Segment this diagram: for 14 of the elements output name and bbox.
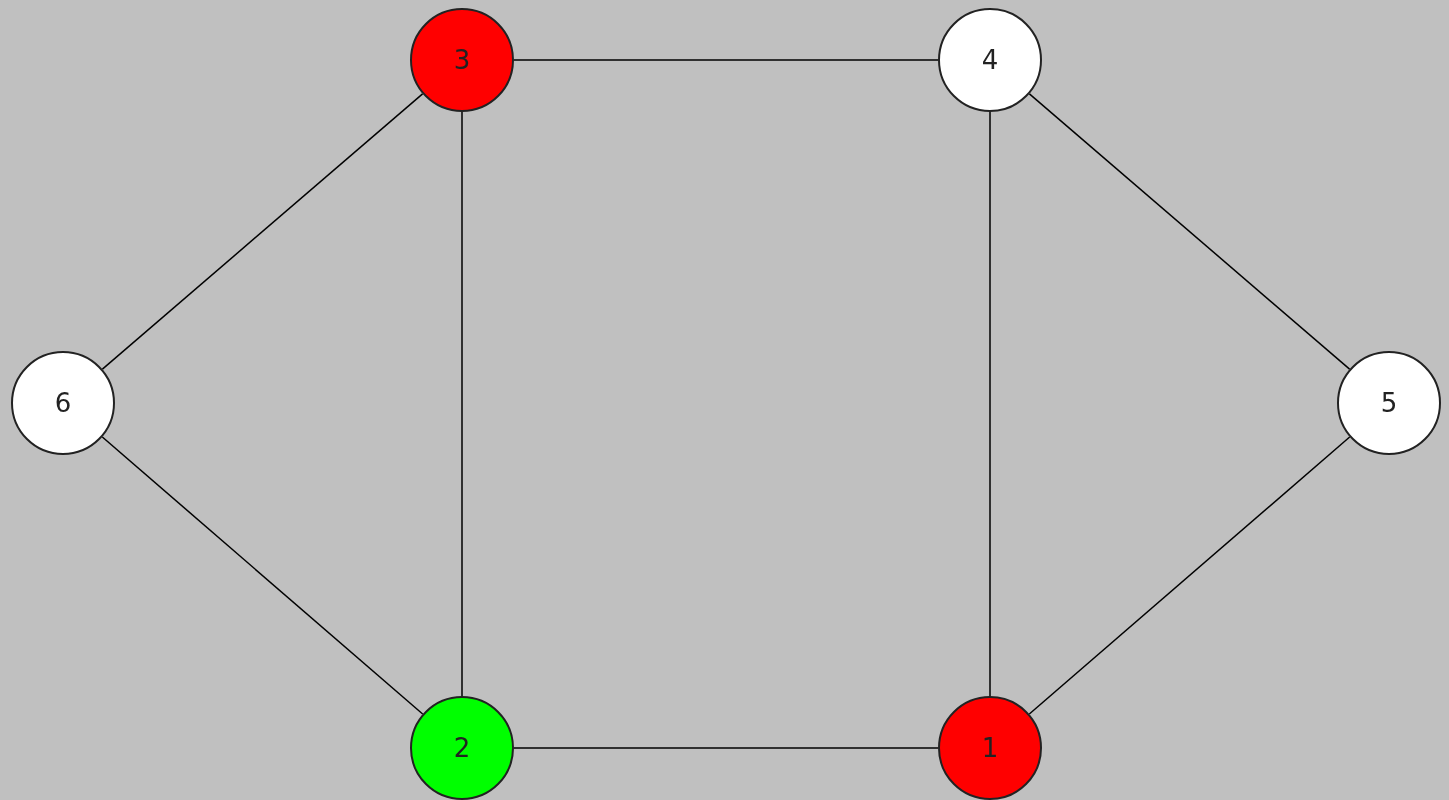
connector-line	[1028, 436, 1351, 715]
connector-line	[101, 93, 424, 370]
connector-line	[1028, 93, 1351, 370]
connector-line	[513, 59, 939, 61]
vertex-label: 5	[1380, 388, 1398, 418]
vertex-label: 3	[453, 45, 471, 75]
connector-line	[989, 111, 991, 697]
connector-line	[101, 436, 424, 715]
vertex-label: 6	[54, 388, 72, 418]
vertex-label: 4	[981, 45, 999, 75]
vertex-label: 1	[981, 733, 999, 763]
connector-line	[513, 747, 939, 749]
connector-line	[461, 111, 463, 697]
vertex-label: 2	[453, 733, 471, 763]
